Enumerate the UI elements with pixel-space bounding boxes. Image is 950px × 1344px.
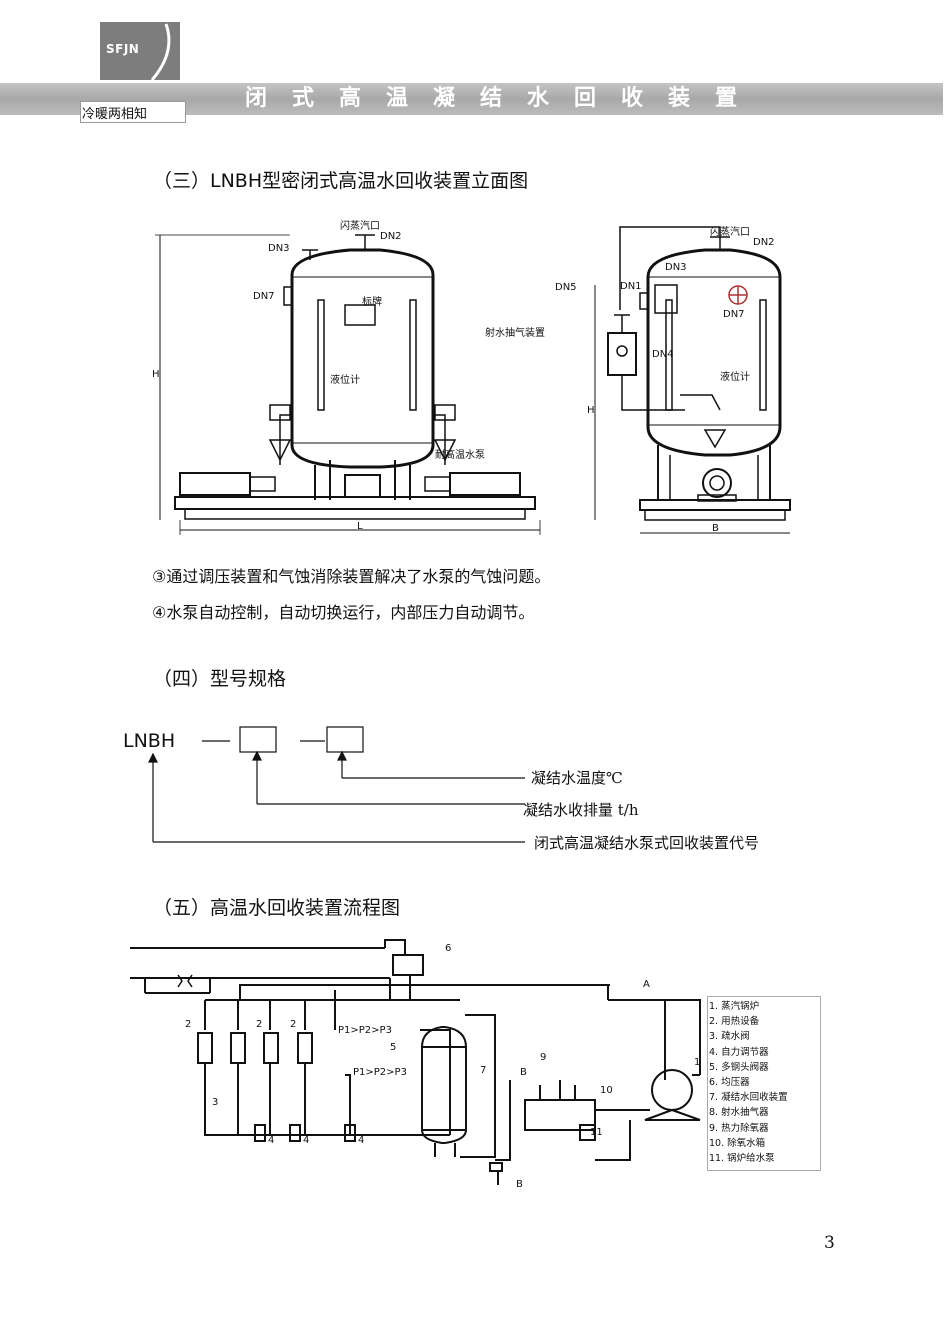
flow-label-10: 10 bbox=[600, 1085, 613, 1096]
flow-pressure-label-top: P1>P2>P3 bbox=[338, 1025, 392, 1036]
flow-label-b-top: B bbox=[520, 1067, 527, 1078]
flow-diagram: P1>P2>P3 P1>P2>P3 A B B 1 2 2 2 3 4 4 4 … bbox=[130, 939, 701, 1190]
flow-label-2a: 2 bbox=[185, 1019, 191, 1030]
logo-swoosh-icon bbox=[150, 23, 171, 80]
right-level-gauge-label: 液位计 bbox=[720, 370, 750, 383]
banner-title: 闭式高温凝结水回收装置 bbox=[245, 86, 763, 111]
left-height-label: H bbox=[152, 369, 160, 380]
left-dn3-label: DN3 bbox=[268, 243, 290, 254]
right-elevation-drawing: 闪蒸汽口 DN2 DN3 DN5 DN1 DN4 DN7 射水抽气装置 液位计 … bbox=[485, 225, 791, 534]
legend-item: 8. 射水抽气器 bbox=[709, 1107, 769, 1119]
flow-label-2c: 2 bbox=[290, 1019, 296, 1030]
legend-item: 6. 均压器 bbox=[709, 1077, 750, 1089]
model-prefix: LNBH bbox=[123, 730, 175, 752]
flow-label-4c: 4 bbox=[358, 1135, 364, 1146]
right-dn1-label: DN1 bbox=[620, 281, 642, 292]
left-dn2-label: DN2 bbox=[380, 231, 402, 242]
legend-item: 1. 蒸汽锅炉 bbox=[709, 1001, 760, 1012]
slogan-box bbox=[80, 101, 186, 123]
flow-pressure-label-bottom: P1>P2>P3 bbox=[353, 1067, 407, 1078]
left-flash-outlet-label: 闪蒸汽口 bbox=[340, 219, 380, 232]
flow-label-9: 9 bbox=[540, 1052, 546, 1063]
legend-item: 9. 热力除氧器 bbox=[709, 1122, 769, 1134]
model-spec-diagram: LNBH bbox=[123, 726, 525, 843]
flow-label-5: 5 bbox=[390, 1042, 396, 1053]
section5-heading: （五）高温水回收装置流程图 bbox=[153, 897, 401, 919]
right-dn7-label: DN7 bbox=[723, 309, 745, 320]
left-length-label: L bbox=[357, 521, 363, 532]
note-3: ③通过调压装置和气蚀消除装置解决了水泵的气蚀问题。 bbox=[152, 567, 551, 586]
right-dn2-label: DN2 bbox=[753, 237, 775, 248]
section4-heading: （四）型号规格 bbox=[153, 668, 287, 690]
flow-label-2b: 2 bbox=[256, 1019, 262, 1030]
legend-item: 2. 用热设备 bbox=[709, 1016, 760, 1028]
legend-item: 3. 疏水阀 bbox=[709, 1031, 750, 1043]
callout-device-code: 闭式高温凝结水泵式回收装置代号 bbox=[534, 834, 760, 852]
flow-label-7: 7 bbox=[480, 1065, 486, 1076]
slogan: 冷暖两相知 bbox=[82, 107, 148, 122]
flow-label-1: 1 bbox=[694, 1057, 700, 1068]
right-width-label: B bbox=[712, 523, 719, 534]
legend-item: 7. 凝结水回收装置 bbox=[709, 1092, 788, 1104]
flow-legend: 1. 蒸汽锅炉 2. 用热设备 3. 疏水阀 4. 自力调节器 5. 多钢头阀器… bbox=[709, 999, 788, 1166]
flow-label-6: 6 bbox=[445, 943, 451, 954]
flow-label-3: 3 bbox=[212, 1097, 218, 1108]
right-dn5-label: DN5 bbox=[555, 282, 577, 293]
flow-label-b-bottom: B bbox=[516, 1179, 523, 1190]
left-level-gauge-label: 液位计 bbox=[330, 373, 360, 386]
right-dn4-label: DN4 bbox=[652, 349, 674, 360]
flow-label-a: A bbox=[643, 979, 650, 990]
callout-temperature: 凝结水温度℃ bbox=[531, 769, 623, 787]
right-dn3-label: DN3 bbox=[665, 262, 687, 273]
legend-item: 10. 除氧水箱 bbox=[709, 1137, 766, 1149]
page-number: 3 bbox=[824, 1233, 835, 1253]
logo-text: SFJN bbox=[106, 42, 140, 56]
left-pump-label: 耐高温水泵 bbox=[435, 448, 485, 461]
right-flash-outlet-label: 闪蒸汽口 bbox=[710, 225, 750, 238]
flow-label-4b: 4 bbox=[303, 1135, 309, 1146]
right-ejector-label: 射水抽气装置 bbox=[485, 326, 545, 339]
flow-legend-box bbox=[707, 996, 821, 1171]
callout-flow-rate: 凝结水收排量 t/h bbox=[523, 801, 639, 819]
flow-label-11: 11 bbox=[590, 1127, 603, 1138]
note-4: ④水泵自动控制，自动切换运行，内部压力自动调节。 bbox=[152, 603, 535, 622]
legend-item: 11. 锅炉给水泵 bbox=[709, 1153, 775, 1165]
legend-item: 4. 自力调节器 bbox=[709, 1046, 769, 1058]
section3-heading: （三）LNBH型密闭式高温水回收装置立面图 bbox=[153, 170, 529, 192]
flow-label-4a: 4 bbox=[268, 1135, 274, 1146]
left-dn7-label: DN7 bbox=[253, 291, 275, 302]
left-nameplate-label: 标牌 bbox=[362, 295, 382, 308]
company-logo: SFJN bbox=[100, 22, 180, 80]
legend-item: 5. 多钢头阀器 bbox=[709, 1061, 769, 1073]
right-height-label: H bbox=[587, 405, 595, 416]
left-elevation-drawing: 闪蒸汽口 DN2 DN3 DN7 标牌 液位计 耐高温水泵 H L bbox=[152, 219, 541, 535]
